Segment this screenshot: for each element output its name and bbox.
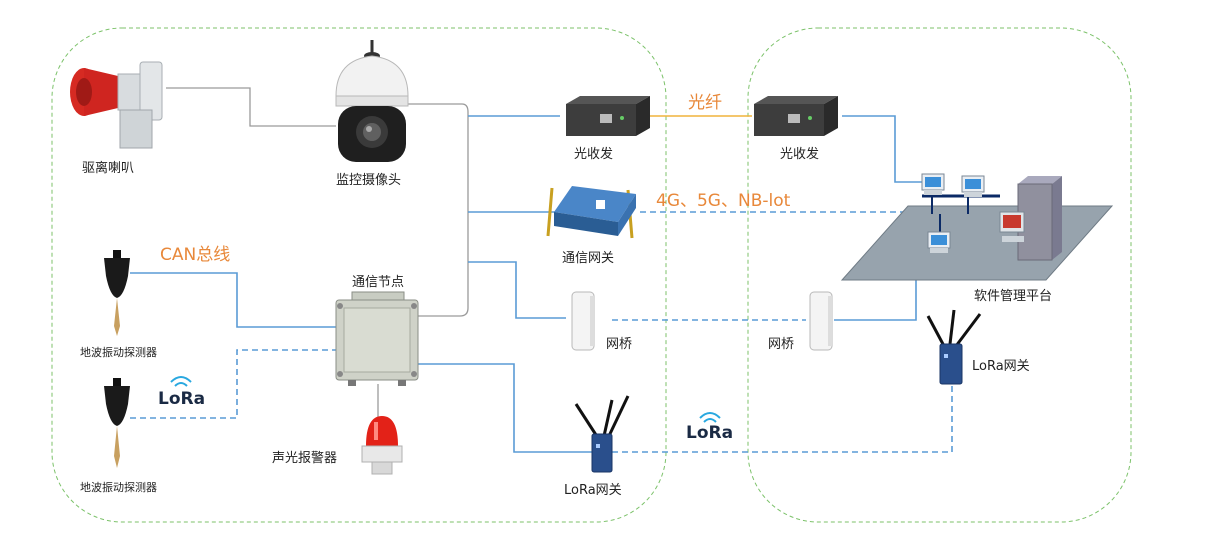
field-zone-boundary	[51, 27, 667, 523]
lora-signal-icon	[699, 412, 721, 423]
wireless-bridge-right-icon	[809, 291, 833, 351]
node-bridge-link	[468, 261, 566, 319]
lora-gateway-right-label: LoRa网关	[972, 359, 1030, 374]
lora-gateway-left-icon	[574, 395, 630, 473]
cellular-label: 4G、5G、NB-lot	[656, 191, 791, 211]
alarm-label: 声光报警器	[272, 450, 337, 466]
communication-node-icon	[335, 291, 419, 386]
connections	[130, 87, 953, 453]
fiber-tx-right-label: 光收发	[780, 146, 819, 162]
vibration-detector-icon	[104, 250, 130, 336]
management-platform-icon	[840, 173, 1114, 281]
camera-node-cable	[408, 103, 469, 317]
repel-horn-icon	[70, 61, 163, 149]
detector-2-label: 地波振动探测器	[80, 480, 157, 494]
fiber-platform-link	[842, 115, 922, 183]
fiber-transceiver-right-icon	[754, 96, 838, 136]
node-lora-gateway-link	[418, 363, 592, 453]
comm-node-label: 通信节点	[352, 275, 404, 290]
wireless-bridge-left-icon	[571, 291, 595, 351]
computer-icon	[961, 175, 985, 197]
server-icon	[999, 176, 1062, 261]
surveillance-camera-icon	[335, 40, 409, 162]
lora-wireless-link	[612, 384, 953, 453]
fiber-transceiver-left-icon	[566, 96, 650, 136]
detector-1-label: 地波振动探测器	[80, 345, 157, 359]
control-zone-boundary	[747, 27, 1132, 523]
lora-gateway-right-icon	[926, 309, 982, 385]
lora-gateway-left-label: LoRa网关	[564, 483, 622, 498]
communication-gateway-icon	[546, 186, 636, 239]
bridge-right-label: 网桥	[768, 337, 794, 352]
sound-light-alarm-icon	[361, 416, 403, 475]
vibration-detector-icon	[104, 378, 130, 468]
can-bus-link	[130, 272, 336, 328]
comm-gateway-label: 通信网关	[562, 251, 614, 266]
fiber-label: 光纤	[688, 93, 722, 113]
platform-label: 软件管理平台	[974, 289, 1052, 304]
lora-logo-mid: LoRa	[686, 423, 733, 443]
camera-label: 监控摄像头	[336, 173, 401, 188]
lora-logo-left: LoRa	[158, 389, 205, 409]
bridge-left-label: 网桥	[606, 337, 632, 352]
bridge-platform-link	[834, 278, 917, 321]
computer-icon	[927, 231, 951, 253]
lora-detector-link	[130, 349, 336, 419]
horn-label: 驱离喇叭	[82, 160, 134, 176]
horn-camera-link	[166, 87, 336, 127]
computer-icon	[921, 173, 945, 195]
fiber-tx-left-label: 光收发	[574, 146, 613, 162]
can-bus-label: CAN总线	[160, 245, 230, 265]
lora-signal-icon	[170, 376, 192, 387]
